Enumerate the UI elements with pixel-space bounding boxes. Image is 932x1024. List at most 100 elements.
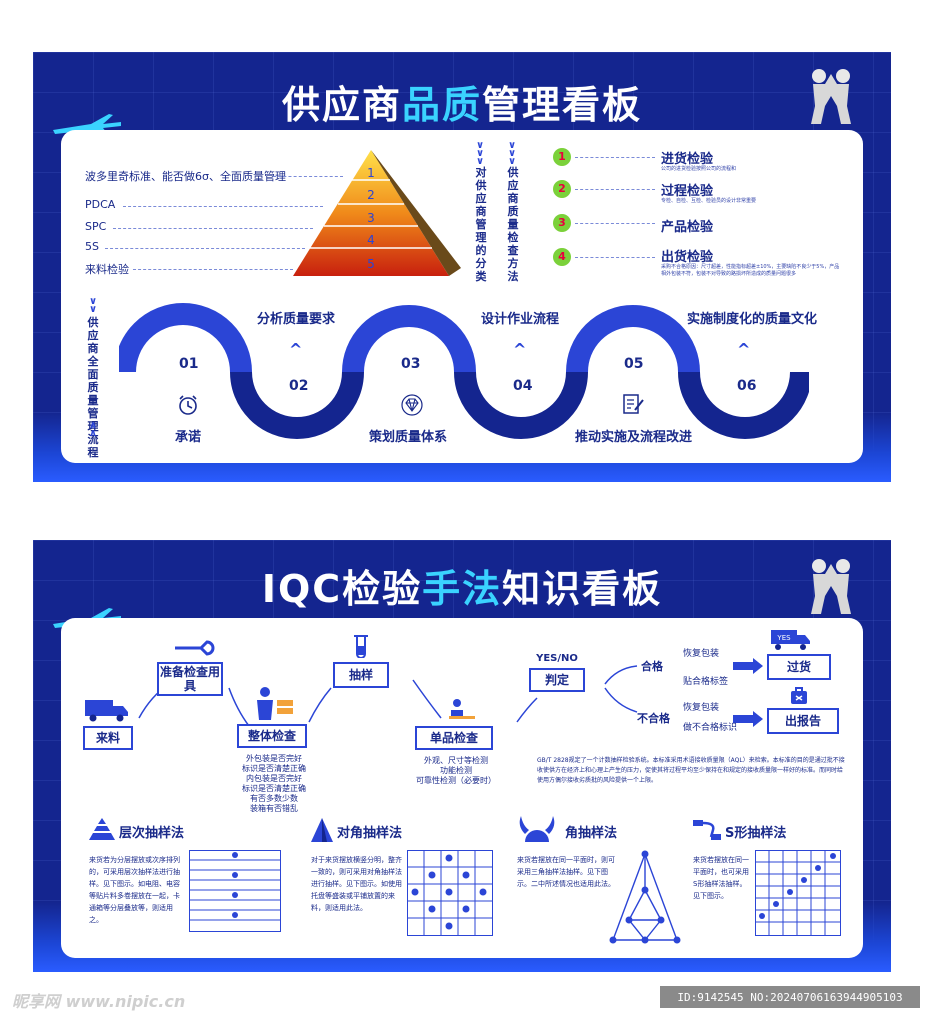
pass-step-1: 恢复包装 bbox=[683, 649, 720, 659]
title-part-highlight: 品质 bbox=[401, 83, 482, 127]
dashed-line bbox=[575, 223, 655, 224]
dashed-line bbox=[133, 269, 293, 270]
step-num-01: 01 bbox=[179, 356, 199, 372]
section-text-s-shape: 来货若摆放在同一平面时，也可采用S形抽样法抽样。见下图示。 bbox=[693, 856, 749, 900]
yes-no-label: YES/NO bbox=[536, 653, 578, 664]
step-num-04: 04 bbox=[513, 378, 533, 394]
pyramid-label-4: 5S bbox=[85, 240, 99, 253]
step-title-design: 设计作业流程 bbox=[481, 312, 560, 327]
dashed-line bbox=[105, 248, 305, 249]
step-num-03: 03 bbox=[401, 356, 421, 372]
single-check-notes: 外观、尺寸等检测 功能检测 可靠性检测（必要时） bbox=[415, 756, 497, 786]
chevrons-down-icon: ∨∨∨ bbox=[508, 140, 517, 167]
section-text-layered: 来货若为分层摆放或次序排列的，可采用层次抽样法进行抽样。见下图示。如电阻、电容等… bbox=[89, 856, 180, 924]
note-line: 内包装是否完好 bbox=[246, 774, 302, 783]
dashed-line bbox=[575, 257, 655, 258]
step-num-05: 05 bbox=[624, 356, 644, 372]
content-panel: 来料 准备检查用具 整体检查 外包装是否完好 标识是否清楚正确 内包装是否完好 … bbox=[61, 618, 863, 958]
vertical-title-flow: 供应商全面质量管理流程 bbox=[87, 316, 99, 459]
title-part-c: 管理看板 bbox=[482, 83, 643, 127]
flow-box-report: 出报告 bbox=[767, 708, 839, 734]
section-text-corner: 来货若摆放在同一平面时，则可采用三角抽样法抽样。见下图示。二中所述情况也适用此法… bbox=[517, 856, 615, 888]
note-line: 装箱有否错乱 bbox=[250, 804, 298, 813]
layered-pyramid-icon bbox=[89, 818, 115, 840]
inspector-desk-icon bbox=[449, 699, 475, 719]
pyramid-level-3: 3 bbox=[367, 211, 375, 225]
step-title-plan: 策划质量体系 bbox=[369, 430, 448, 445]
method-desc-1: 公司的进货检验按照公司的流程和 bbox=[661, 166, 737, 172]
step-title-culture: 实施制度化的质量文化 bbox=[687, 312, 818, 327]
step-num-06: 06 bbox=[737, 378, 757, 394]
s-cable-icon bbox=[693, 820, 721, 840]
board-title: 供应商品质管理看板 bbox=[33, 74, 891, 129]
diamond-icon bbox=[401, 394, 423, 416]
vertical-title-classification: 对供应商管理的分类 bbox=[475, 166, 487, 283]
fail-label: 不合格 bbox=[637, 712, 670, 725]
note-line: 外观、尺寸等检测 bbox=[424, 756, 488, 765]
caret-up-icon: ^ bbox=[513, 340, 527, 359]
triangle-icon bbox=[311, 818, 333, 842]
yes-truck-icon: YES bbox=[771, 630, 810, 650]
worker-icon bbox=[257, 687, 293, 720]
vertical-title-methods: 供应商质量检查方法 bbox=[507, 166, 519, 283]
dashed-line bbox=[123, 206, 323, 207]
note-line: 标识是否清楚正确 bbox=[242, 764, 306, 773]
layered-sampling-diagram bbox=[189, 850, 281, 932]
dashed-line bbox=[575, 157, 655, 158]
method-title-2: 过程检验 bbox=[661, 184, 714, 199]
dashed-line bbox=[273, 176, 343, 177]
process-wave-track bbox=[119, 303, 809, 439]
section-title-diagonal: 对角抽样法 bbox=[337, 826, 403, 841]
step-title-implement: 推动实施及流程改进 bbox=[575, 430, 693, 445]
chevrons-up-icon: ∧∧ bbox=[89, 420, 98, 439]
supplier-quality-board: 供应商品质管理看板 波多里奇标准、能否做6σ、全面质量管理 PDCA SPC 5… bbox=[33, 52, 891, 482]
viking-helmet-icon bbox=[519, 816, 555, 842]
yes-truck-label: YES bbox=[776, 634, 791, 642]
pyramid-level-1: 1 bbox=[367, 166, 375, 180]
teamwork-people-icon bbox=[811, 559, 851, 614]
section-text-diagonal: 对于来货摆放横竖分明，整齐一致的，则可采用对角抽样法进行抽样。见下图示。如使用托… bbox=[311, 856, 402, 912]
pyramid-label-3: SPC bbox=[85, 220, 107, 233]
s-shape-sampling-diagram bbox=[755, 850, 841, 936]
chevrons-down-icon: ∨∨∨ bbox=[476, 140, 485, 167]
dashed-line bbox=[113, 228, 313, 229]
wrench-icon bbox=[175, 640, 215, 656]
note-line: 功能检测 bbox=[440, 766, 472, 775]
section-title-corner: 角抽样法 bbox=[565, 826, 618, 841]
alarm-clock-icon bbox=[179, 395, 197, 415]
flow-box-sampling: 抽样 bbox=[333, 662, 389, 688]
flow-box-incoming: 来料 bbox=[83, 726, 133, 750]
section-title-layered: 层次抽样法 bbox=[119, 826, 185, 841]
flow-box-single-check: 单品检查 bbox=[415, 726, 493, 750]
title-part-c: 知识看板 bbox=[502, 567, 663, 611]
caret-up-icon: ^ bbox=[289, 340, 303, 359]
section-title-s-shape: S形抽样法 bbox=[725, 826, 787, 841]
teamwork-people-icon bbox=[811, 69, 851, 124]
fail-step-2: 做不合格标识 bbox=[683, 723, 738, 733]
overall-check-notes: 外包装是否完好 标识是否清楚正确 内包装是否完好 标识是否清楚正确 有否多数少数… bbox=[237, 754, 311, 814]
method-badge-2: 2 bbox=[553, 180, 571, 198]
title-part-highlight: 手法 bbox=[422, 567, 503, 611]
step-title-analyze: 分析质量要求 bbox=[257, 312, 336, 327]
pyramid-label-1: 波多里奇标准、能否做6σ、全面质量管理 bbox=[85, 170, 286, 183]
quality-pyramid: 1 2 3 4 5 bbox=[293, 150, 461, 276]
method-desc-4: 采购不合格原因：尺寸超差，性能指标超差±10%，主要缺陷不良少于5%，产品相外包… bbox=[661, 264, 840, 277]
flow-box-overall-check: 整体检查 bbox=[237, 724, 307, 748]
board-title: IQC检验手法知识看板 bbox=[33, 558, 891, 613]
method-desc-2: 专检、自检、互检、检验员的设计非常重要 bbox=[661, 198, 757, 204]
gb-standard-paragraph: GB/T 2828规定了一个计数抽样检验系统。本标准采用术语接收质量限（AQL）… bbox=[537, 757, 845, 784]
flow-box-ship: 过货 bbox=[767, 654, 831, 680]
method-title-1: 进货检验 bbox=[661, 152, 714, 167]
truck-icon bbox=[85, 700, 128, 722]
fail-step-1: 恢复包装 bbox=[683, 703, 720, 713]
pyramid-level-4: 4 bbox=[367, 233, 375, 247]
watermark-id: ID:9142545 NO:20240706163944905103 bbox=[660, 986, 920, 1008]
note-line: 标识是否清楚正确 bbox=[242, 784, 306, 793]
title-part-a: IQC检验 bbox=[261, 567, 423, 611]
step-title-commit: 承诺 bbox=[175, 430, 202, 445]
flow-box-judge: 判定 bbox=[529, 668, 585, 692]
watermark-site: 昵享网 www.nipic.cn bbox=[12, 992, 186, 1011]
document-edit-icon bbox=[623, 394, 644, 414]
dashed-line bbox=[575, 189, 655, 190]
pyramid-label-5: 来料检验 bbox=[85, 263, 129, 276]
